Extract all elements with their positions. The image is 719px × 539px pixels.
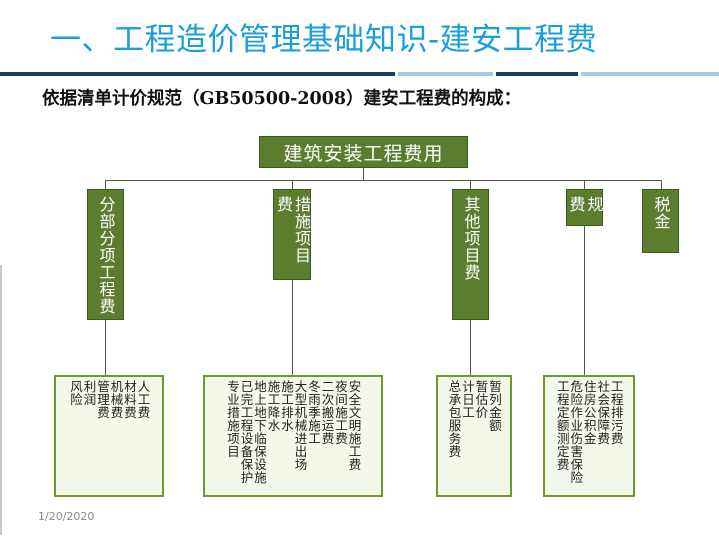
detail-connector-2 [292,280,293,375]
detail-box-4: 工程排污费 社会保障费 住房公积金 危险作业伤害保险 工程定额测定费 [543,375,635,497]
detail-item: 总承包服务费 [446,380,462,458]
branch-line-3 [470,180,471,190]
detail-item: 管理费 [95,380,110,419]
category-box-5: 税金 [642,189,679,253]
detail-item: 暂估价 [473,380,489,419]
category-label-1: 分部分项工程费 [96,196,116,315]
detail-item: 利润 [81,380,97,406]
detail-item: 暂列金额 [487,380,502,432]
branch-horizontal-line [105,180,661,181]
detail-connector-4 [584,226,585,375]
detail-item: 社会保障费 [595,380,611,445]
detail-item: 专业措施项目 [225,380,240,458]
branch-line-4 [584,180,585,190]
category-label-2: 措施项目费 [274,196,311,264]
branch-line-5 [661,180,662,190]
detail-item: 施工排水 [279,380,294,432]
detail-item: 安全文明施工费 [346,380,362,471]
subtitle: 依据清单计价规范（GB50500-2008）建安工程费的构成： [42,89,522,109]
category-label-5: 税金 [651,196,671,230]
category-box-2: 措施项目费 [273,189,311,280]
detail-item: 冬雨季施工 [306,380,321,445]
branch-line-2 [292,180,293,190]
header-bar-light-2 [581,72,719,76]
category-box-1: 分部分项工程费 [87,189,124,320]
detail-item: 计日工 [460,380,475,419]
detail-box-1: 人工费 材料费 机械费 管理费 利润 风险 [54,375,164,497]
detail-item: 机械费 [108,380,124,419]
detail-item: 大型机械进出场 [292,380,308,471]
category-label-4: 规费 [566,196,604,213]
detail-item: 已完工程设备保护 [238,380,254,484]
detail-item: 风险 [68,380,83,406]
root-node: 建筑安装工程费用 [259,136,468,168]
category-box-4: 规费 [566,189,604,226]
detail-item: 工程排污费 [608,380,624,445]
detail-box-3: 暂列金额 暂估价 计日工 总承包服务费 [436,375,512,497]
category-label-3: 其他项目费 [461,196,481,281]
root-connector [363,168,364,181]
header-bar-light [398,72,493,76]
header-bar-dark [0,72,395,76]
category-box-3: 其他项目费 [452,189,489,320]
detail-item: 危险作业伤害保险 [568,380,584,484]
detail-connector-3 [470,320,471,375]
detail-item: 工程定额测定费 [554,380,570,471]
detail-item: 材料费 [122,380,137,419]
date-footer: 1/20/2020 [38,510,95,523]
detail-item: 二次搬运费 [319,380,335,445]
branch-line-1 [105,180,106,190]
detail-item: 人工费 [135,380,151,419]
detail-item: 住房公积金 [581,380,597,445]
header-bar-dark-2 [496,72,578,76]
detail-box-2: 安全文明施工费 夜间施工费 二次搬运费 冬雨季施工 大型机械进出场 施工排水 施… [203,375,383,497]
detail-item: 地上地下临保设施 [252,380,267,484]
left-edge-line [0,265,2,535]
detail-item: 施工降水 [265,380,281,432]
page-title: 一、工程造价管理基础知识-建安工程费 [50,22,598,58]
detail-item: 夜间施工费 [333,380,348,445]
detail-connector-1 [105,320,106,375]
